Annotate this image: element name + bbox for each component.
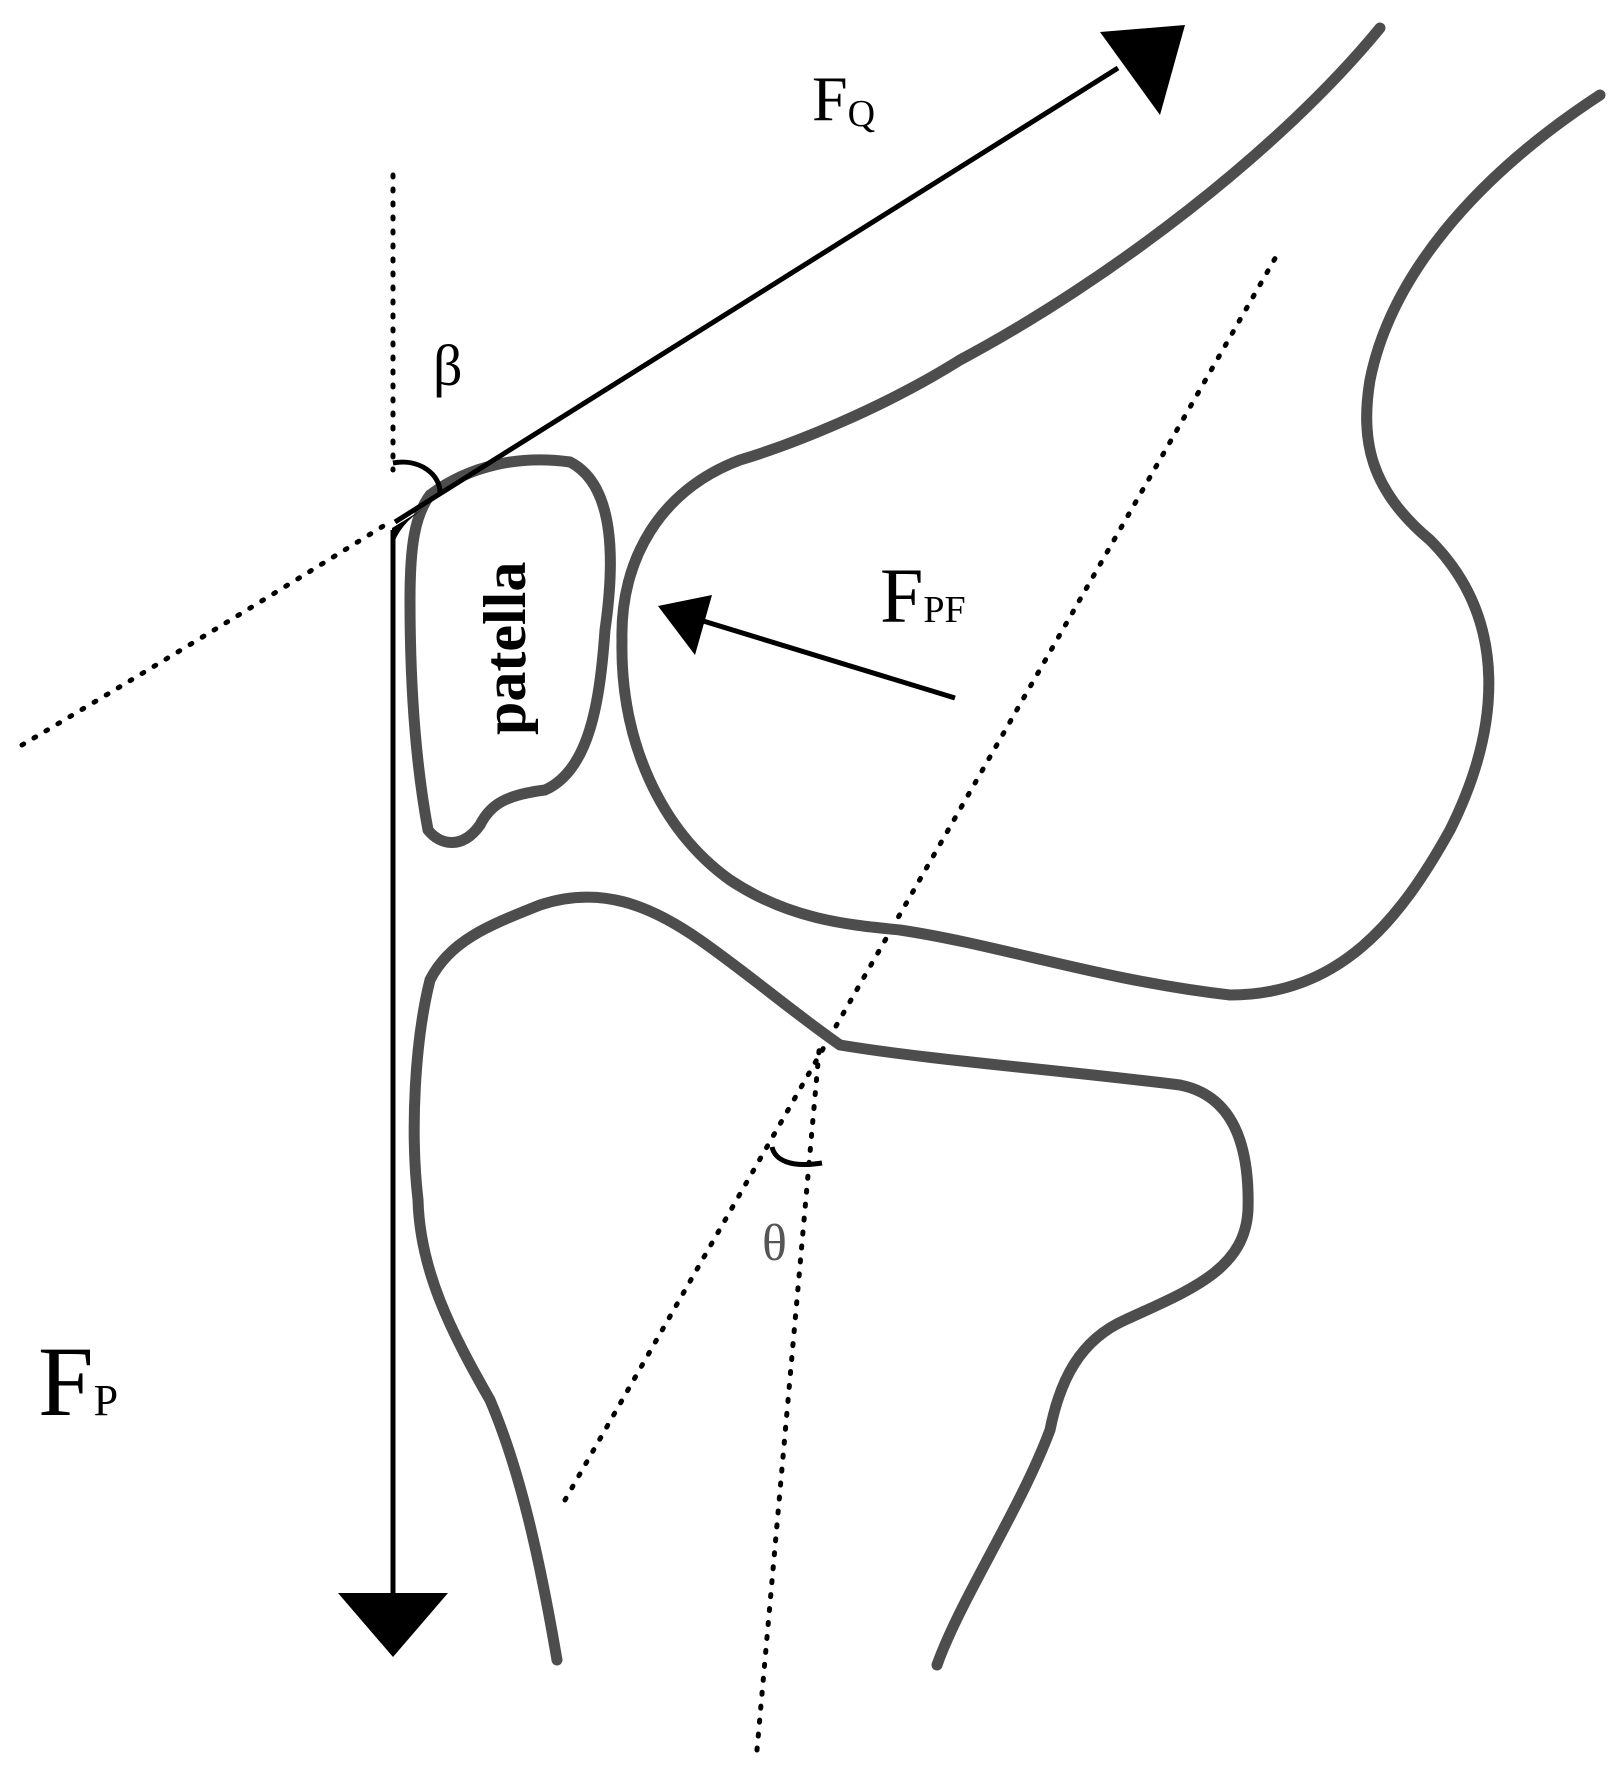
fq-vector-line: [393, 65, 1120, 525]
beta-angle-arc: [392, 459, 443, 493]
fp-label-subscript: P: [94, 1376, 118, 1425]
fpf-label-main: F: [880, 552, 923, 639]
beta-label: β: [433, 333, 463, 398]
fp-arrowhead: [338, 1593, 448, 1657]
fq-label-main: F: [812, 63, 848, 134]
fp-label: FP: [38, 1326, 118, 1437]
patella-label: patella: [472, 562, 538, 735]
tibia-outline: [408, 891, 1254, 1671]
tendon-contact-wedge: [392, 506, 428, 548]
theta-label: θ: [762, 1215, 787, 1272]
fpf-label: FPF: [880, 552, 966, 639]
femur-outline: [616, 22, 1606, 1001]
fq-arrowhead: [1100, 25, 1185, 115]
fpf-arrowhead: [658, 595, 712, 655]
fq-label: FQ: [812, 63, 875, 135]
fpf-label-subscript: PF: [923, 589, 965, 631]
fp-label-main: F: [38, 1326, 94, 1437]
diagonal-reference-line: [562, 252, 1280, 1503]
femoral-axis-line: [19, 517, 396, 748]
patella-outline: [404, 454, 616, 848]
theta-angle-arc: [769, 1146, 823, 1167]
fq-label-subscript: Q: [848, 93, 875, 135]
fpf-vector-line: [699, 617, 956, 701]
